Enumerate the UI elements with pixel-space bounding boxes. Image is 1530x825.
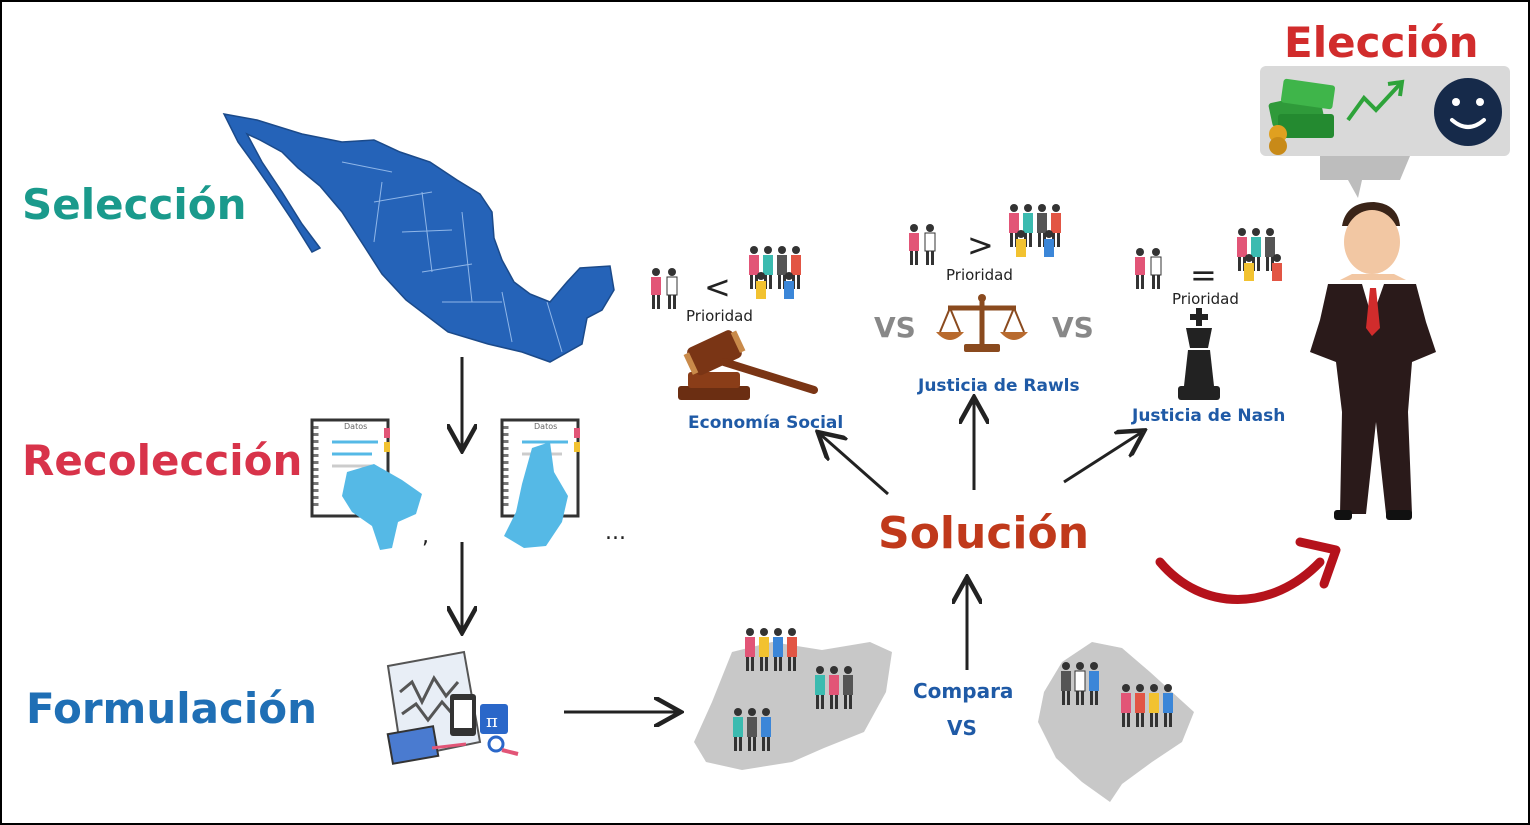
criterion-nash: Justicia de Nash: [1132, 406, 1286, 426]
priority-symbol: >: [967, 226, 994, 264]
stage-label-seleccion: Selección: [22, 180, 247, 229]
compare-label: Compara: [913, 679, 1014, 703]
priority-label: Prioridad: [1172, 290, 1239, 308]
priority-label: Prioridad: [946, 266, 1013, 284]
priority-symbol: =: [1190, 256, 1217, 294]
vs-left: VS: [874, 311, 916, 344]
priority-symbol: <: [704, 268, 731, 306]
svg-text:π: π: [486, 711, 498, 732]
compare-vs: VS: [947, 716, 977, 740]
data-sheet-header: Datos: [344, 422, 368, 431]
stage-label-solucion: Solución: [878, 508, 1090, 559]
priority-label: Prioridad: [686, 307, 753, 325]
arrow-to-nash: [1063, 432, 1142, 484]
arrow-to-economia-social: [820, 434, 889, 496]
stage-label-recoleccion: Recolección: [22, 436, 303, 485]
criterion-rawls: Justicia de Rawls: [918, 376, 1080, 396]
vs-right: VS: [1052, 311, 1094, 344]
list-ellipsis: ...: [605, 520, 626, 545]
data-sheet-header: Datos: [534, 422, 558, 431]
stage-label-eleccion: Elección: [1284, 18, 1479, 67]
stage-label-formulacion: Formulación: [26, 684, 318, 733]
list-comma: ,: [422, 524, 429, 549]
criterion-economia-social: Economía Social: [688, 413, 844, 433]
